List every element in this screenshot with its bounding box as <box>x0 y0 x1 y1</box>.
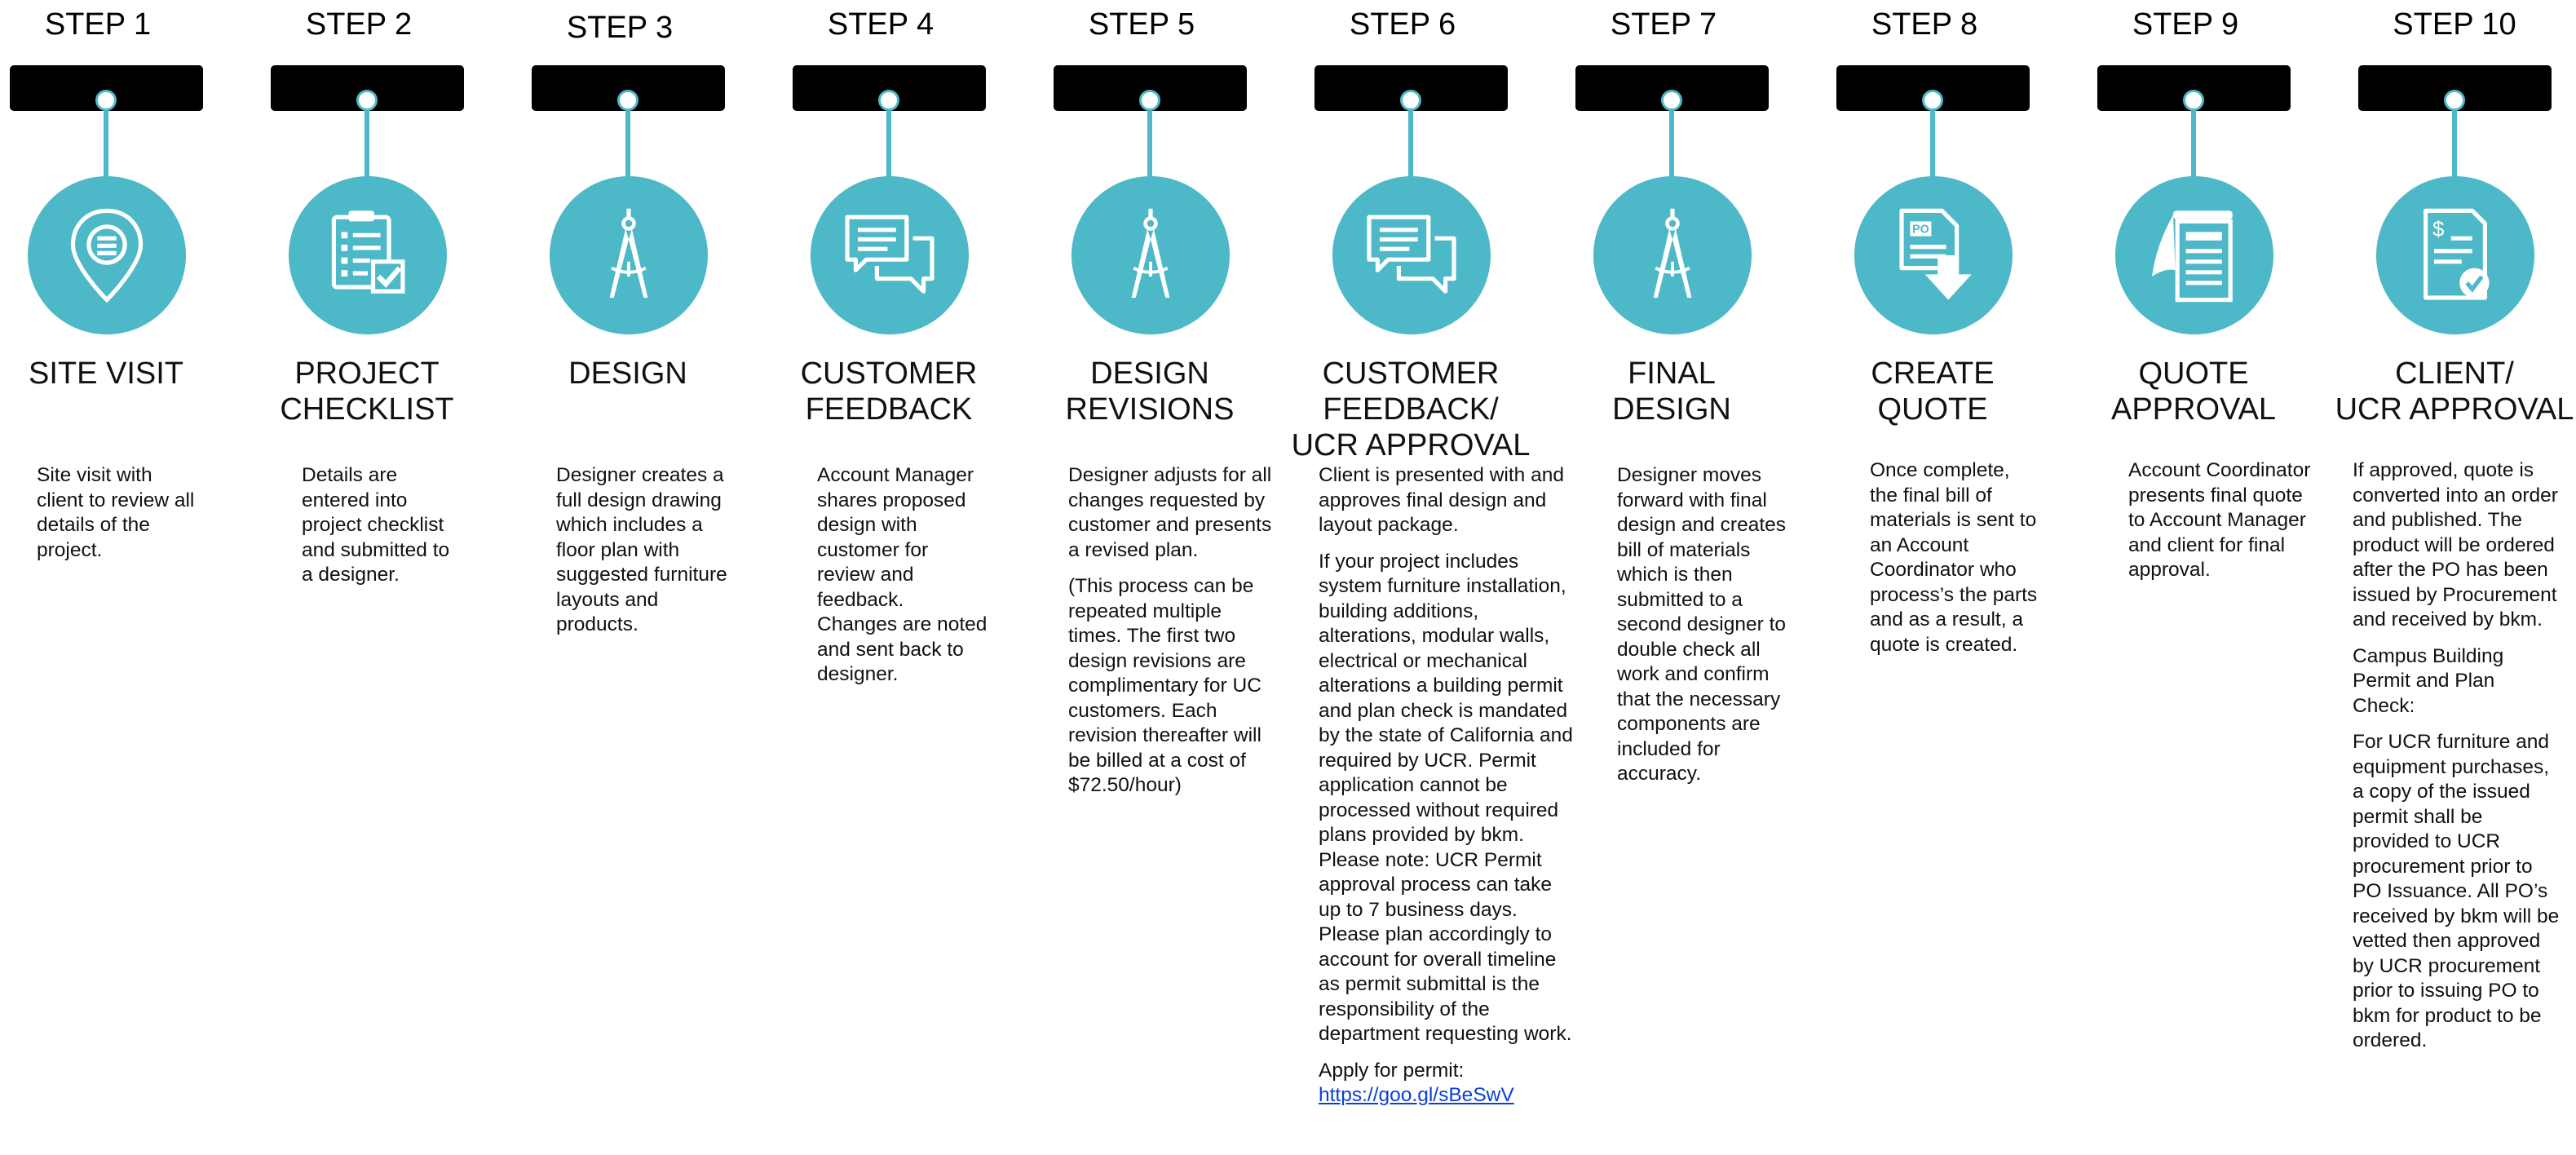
step-10-label: STEP 10 <box>2393 7 2516 42</box>
step-7-label: STEP 7 <box>1610 7 1717 42</box>
connector-dot <box>356 90 378 111</box>
chat-bubbles-icon <box>845 215 935 294</box>
connector-line <box>1408 109 1413 179</box>
invoice-check-icon: $ <box>2424 208 2490 300</box>
step-2-label: STEP 2 <box>305 7 413 42</box>
step-6-title: CUSTOMER FEEDBACK/ UCR APPROVAL <box>1291 356 1531 462</box>
step-9: STEP 9 QUOTE APPROVAL Account Coordinato… <box>2088 0 2348 1155</box>
step-4-description: Account Manager shares proposed design w… <box>817 464 988 685</box>
step-10-title: CLIENT/ UCR APPROVAL <box>2335 356 2574 427</box>
connector-line <box>625 109 630 179</box>
connector-line <box>1669 109 1674 179</box>
step-10-description: If approved, quote is converted into an … <box>2353 459 2560 1051</box>
step-5-icon-circle <box>1071 176 1230 334</box>
step-7: STEP 7 FINAL DESIGN Designer moves forwa… <box>1566 0 1827 1155</box>
step-1-icon-circle <box>28 176 186 334</box>
step-1-label: STEP 1 <box>44 7 152 42</box>
clipboard-checklist-icon <box>331 210 405 294</box>
step-9-icon-circle <box>2115 176 2273 334</box>
step-10: STEP 10 $ CLIENT/ UCR APPROVAL If approv… <box>2335 0 2576 1155</box>
step-4-icon-circle <box>811 176 969 334</box>
step-10-icon-circle: $ <box>2376 176 2534 334</box>
connector-dot <box>1922 90 1943 111</box>
step-9-title: QUOTE APPROVAL <box>2110 356 2277 427</box>
step-2-title: PROJECT CHECKLIST <box>280 356 454 427</box>
step-4: STEP 4 CUSTOMER FEEDBACK Account Manager… <box>783 0 1044 1155</box>
step-1-title: SITE VISIT <box>28 356 184 391</box>
step-2: STEP 2 PROJECT CHECKLIST Details are ent… <box>261 0 522 1155</box>
step-9-label: STEP 9 <box>2132 7 2239 42</box>
step-5-label: STEP 5 <box>1088 7 1195 42</box>
connector-line <box>1147 109 1152 179</box>
step-9-description: Account Coordinator presents final quote… <box>2128 459 2311 581</box>
step-3-description: Designer creates a full design drawing w… <box>556 464 727 635</box>
step-6: STEP 6 CUSTOMER FEEDBACK/ UCR APPROVAL C… <box>1292 0 1573 1155</box>
step-5-title: DESIGN REVISIONS <box>1065 356 1235 427</box>
step-4-label: STEP 4 <box>827 7 935 42</box>
connector-dot <box>2183 90 2204 111</box>
step-1: STEP 1 SITE VISIT Site visit with client… <box>0 0 261 1155</box>
chat-bubbles-icon <box>1367 215 1456 294</box>
step-5-description: Designer adjusts for all changes request… <box>1068 464 1272 796</box>
connector-line <box>365 109 369 179</box>
step-2-icon-circle <box>289 176 447 334</box>
step-3-title: DESIGN <box>568 356 687 391</box>
step-6-icon-circle <box>1332 176 1491 334</box>
step-6-description: Client is presented with and approves fi… <box>1319 464 1573 1106</box>
step-8-icon-circle: PO <box>1854 176 2013 334</box>
permit-link[interactable]: https://goo.gl/sBeSwV <box>1319 1084 1514 1106</box>
step-4-title: CUSTOMER FEEDBACK <box>800 356 978 427</box>
connector-dot <box>95 90 117 111</box>
step-8-title: CREATE QUOTE <box>1871 356 1995 427</box>
step-8: STEP 8 PO CREATE QUOTE Once complete, th… <box>1827 0 2088 1155</box>
step-8-label: STEP 8 <box>1871 7 1978 42</box>
step-1-description: Site visit with client to review all det… <box>37 464 195 561</box>
step-7-title: FINAL DESIGN <box>1612 356 1731 427</box>
drafting-compass-icon <box>1653 208 1692 298</box>
connector-dot <box>617 90 638 111</box>
connector-line <box>1930 109 1935 179</box>
connector-dot <box>1400 90 1421 111</box>
drafting-compass-icon <box>609 208 648 298</box>
step-3-label: STEP 3 <box>566 11 674 45</box>
step-7-icon-circle <box>1593 176 1752 334</box>
drafting-compass-icon <box>1131 208 1170 298</box>
connector-dot <box>2444 90 2465 111</box>
connector-dot <box>878 90 899 111</box>
connector-dot <box>1139 90 1160 111</box>
step-2-description: Details are entered into project checkli… <box>302 464 450 586</box>
step-7-description: Designer moves forward with final design… <box>1617 464 1787 785</box>
step-3: STEP 3 DESIGN Designer creates a full de… <box>522 0 783 1155</box>
step-3-icon-circle <box>550 176 708 334</box>
step-6-label: STEP 6 <box>1349 7 1456 42</box>
connector-line <box>886 109 891 179</box>
map-pin-icon <box>70 208 144 303</box>
step-8-description: Once complete, the final bill of materia… <box>1870 459 2038 656</box>
step-5: STEP 5 DESIGN REVISIONS Designer adjusts… <box>1044 0 1305 1155</box>
connector-dot <box>1661 90 1682 111</box>
po-document-download-icon: PO <box>1899 208 1972 300</box>
svg-text:PO: PO <box>1912 223 1929 237</box>
connector-line <box>2191 109 2196 179</box>
connector-line <box>104 109 108 179</box>
connector-line <box>2452 109 2457 179</box>
document-scroll-icon <box>2152 210 2233 303</box>
svg-text:$: $ <box>2432 217 2445 241</box>
